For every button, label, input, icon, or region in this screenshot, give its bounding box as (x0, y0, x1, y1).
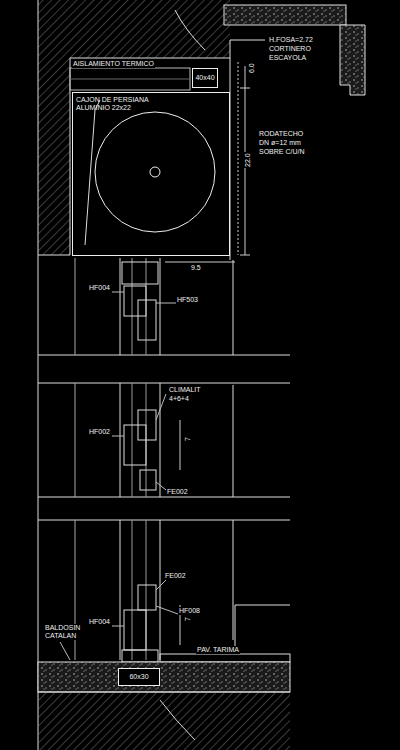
note: DN ø=12 mm (258, 139, 302, 147)
note: SOBRE C/U/N (258, 148, 306, 156)
node-text: 40x40 (195, 74, 214, 82)
dimension: 22.0 (244, 152, 252, 168)
note: CORTINERO (268, 45, 312, 53)
dimension: 9.5 (190, 264, 202, 272)
callout-number: FE002 (166, 488, 189, 496)
shutter-box: CAJON DE PERSIANA ALUMINIO 22x22 (72, 92, 230, 256)
part-name: RODATECHO (258, 130, 304, 138)
note: ESCAYOLA (268, 54, 307, 62)
note: 4+6+4 (168, 395, 190, 403)
part-name: AISLAMIENTO TERMICO (72, 60, 155, 68)
dimension: 7 (184, 616, 192, 622)
node-text: CAJON DE PERSIANA ALUMINIO 22x22 (76, 96, 156, 112)
part-name: PAV. TARIMA (196, 646, 240, 654)
level-note: H.FOSA=2.72 (268, 36, 314, 44)
part-name: BALDOSIN CATALAN (44, 624, 84, 640)
insulation-block: 40x40 (192, 68, 218, 88)
node-text: 60x30 (129, 673, 148, 681)
dimension: 7 (184, 436, 192, 442)
dimension: 6.0 (248, 62, 256, 74)
callout-number: HF002 (88, 428, 111, 436)
callout-number: FE002 (164, 572, 187, 580)
callout-number: HF008 (178, 607, 201, 615)
callout-number: HF004 (88, 618, 111, 626)
callout-number: HF503 (176, 296, 199, 304)
part-name: CLIMALIT (168, 386, 202, 394)
sill-block: 60x30 (118, 668, 160, 686)
callout-number: HF004 (88, 284, 111, 292)
